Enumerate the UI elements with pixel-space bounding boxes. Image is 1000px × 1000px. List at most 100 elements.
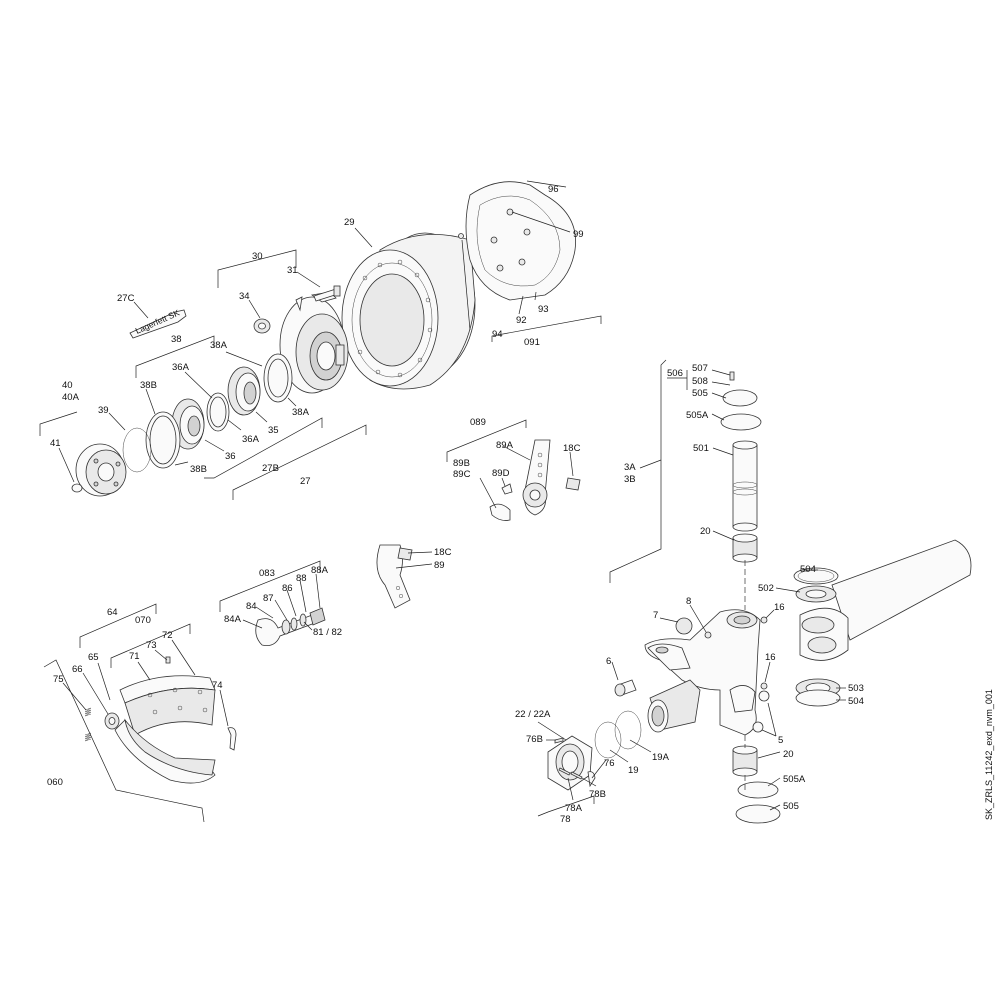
label-38: 38	[171, 334, 182, 345]
label-76: 76	[604, 758, 615, 769]
ring-5	[752, 690, 770, 733]
label-089: 089	[470, 417, 486, 428]
label-503: 503	[848, 683, 864, 694]
bearing-35	[227, 366, 261, 416]
label-18c-b: 18C	[434, 547, 452, 558]
clip-74	[227, 727, 237, 751]
label-19: 19	[628, 765, 639, 776]
label-40a: 40A	[62, 392, 80, 403]
hub-cap-40	[75, 443, 127, 497]
cover-top	[720, 371, 762, 431]
label-36a-b: 36A	[242, 434, 260, 445]
nipple-16-b	[760, 682, 768, 690]
label-19a: 19A	[652, 752, 670, 763]
label-083: 083	[259, 568, 275, 579]
label-76b: 76B	[526, 734, 543, 745]
label-89b: 89B	[453, 458, 470, 469]
brake-shoe-lower	[114, 718, 216, 784]
label-38b-top: 38B	[140, 380, 157, 391]
label-89d: 89D	[492, 468, 510, 479]
label-22-22a: 22 / 22A	[515, 709, 551, 720]
label-505-top: 505	[692, 388, 708, 399]
clip-76	[587, 771, 596, 788]
bearing-outer-ring-38a	[263, 353, 293, 403]
label-27b: 27B	[262, 463, 279, 474]
ring-38b	[145, 411, 181, 469]
label-16-b: 16	[765, 652, 776, 663]
seal-19-rings	[594, 710, 642, 759]
label-5: 5	[778, 735, 783, 746]
label-35: 35	[268, 425, 279, 436]
rivet-73	[165, 656, 171, 664]
label-94: 94	[492, 329, 503, 340]
label-502: 502	[758, 583, 774, 594]
label-39: 39	[98, 405, 109, 416]
label-88a: 88A	[311, 565, 329, 576]
label-16-a: 16	[774, 602, 785, 613]
seal-39	[122, 427, 152, 473]
label-89c: 89C	[453, 469, 471, 480]
label-8: 8	[686, 596, 691, 607]
brake-shoe-upper	[119, 675, 216, 736]
label-30: 30	[252, 251, 263, 262]
label-504-a: 504	[800, 564, 816, 575]
label-41: 41	[50, 438, 61, 449]
label-86: 86	[282, 583, 293, 594]
screws-78	[558, 767, 583, 780]
screw-76b	[554, 737, 564, 744]
label-65: 65	[88, 652, 99, 663]
seal-502	[795, 585, 837, 603]
king-pin	[732, 440, 758, 532]
label-091: 091	[524, 337, 540, 348]
part-labels: 96 99 29 30 31 34 27C 38 38A 36A 38B 40 …	[47, 184, 864, 825]
label-38a-top: 38A	[210, 340, 228, 351]
label-89a: 89A	[496, 440, 514, 451]
label-505-b: 505	[783, 801, 799, 812]
cylinder-bush-7	[675, 617, 693, 635]
nipple-8	[704, 631, 712, 639]
label-36: 36	[225, 451, 236, 462]
wheel-bolt	[313, 285, 341, 302]
wheel-nut	[253, 318, 271, 334]
label-84: 84	[246, 601, 257, 612]
label-66: 66	[72, 664, 83, 675]
nipple-16-a	[760, 616, 768, 624]
label-74: 74	[212, 680, 223, 691]
label-507: 507	[692, 363, 708, 374]
label-78a: 78A	[565, 803, 583, 814]
drawing-id: SK_ZRLS_11242_exd_nvm_001	[984, 689, 994, 820]
flange-22	[547, 735, 593, 791]
label-88: 88	[296, 573, 307, 584]
label-34: 34	[239, 291, 250, 302]
cover-bottom	[735, 781, 781, 824]
label-89: 89	[434, 560, 445, 571]
label-27c: 27C	[117, 293, 135, 304]
label-81-82: 81 / 82	[313, 627, 342, 638]
label-506: 506	[667, 368, 683, 379]
label-78b: 78B	[589, 789, 606, 800]
label-7: 7	[653, 610, 658, 621]
label-29: 29	[344, 217, 355, 228]
label-6: 6	[606, 656, 611, 667]
camshaft	[255, 607, 326, 646]
label-78: 78	[560, 814, 571, 825]
bushing-20-top	[732, 533, 758, 563]
label-84a: 84A	[224, 614, 242, 625]
brake-drum	[341, 232, 476, 390]
label-92: 92	[516, 315, 527, 326]
label-501: 501	[693, 443, 709, 454]
label-75: 75	[53, 674, 64, 685]
label-87: 87	[263, 593, 274, 604]
screw-41	[71, 483, 83, 493]
anchor-pin-66	[104, 712, 120, 730]
label-060: 060	[47, 777, 63, 788]
label-96: 96	[548, 184, 559, 195]
bushing-20-bottom	[732, 745, 758, 777]
label-71: 71	[129, 651, 140, 662]
label-505a-b: 505A	[783, 774, 806, 785]
label-72: 72	[162, 630, 173, 641]
label-18c-a: 18C	[563, 443, 581, 454]
axle-beam	[799, 539, 972, 661]
